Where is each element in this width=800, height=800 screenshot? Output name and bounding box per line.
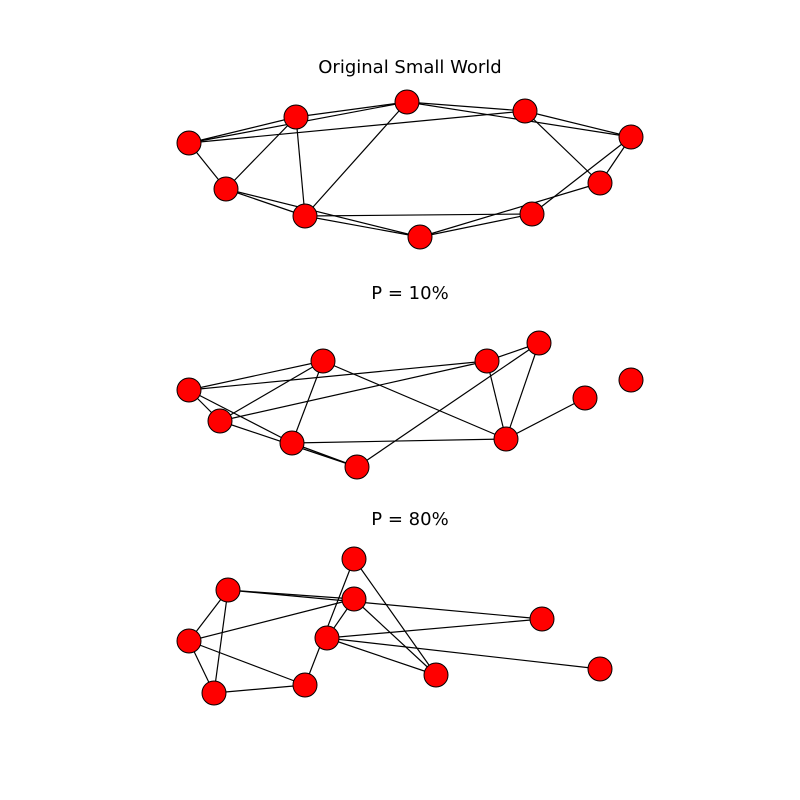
graph-node [176, 628, 202, 654]
graph-edge [304, 215, 421, 238]
node-group [176, 89, 644, 250]
graph-node [314, 625, 340, 651]
graph-edge [326, 637, 437, 676]
graph-node [526, 330, 552, 356]
graph-edge [188, 360, 488, 391]
graph-node [529, 606, 555, 632]
graph-node [176, 377, 202, 403]
graph-edge [304, 213, 533, 217]
graph-node [176, 130, 202, 156]
graph-node [341, 546, 367, 572]
graph-edge [326, 618, 543, 639]
graph-edge [188, 110, 526, 144]
graph-node [512, 98, 538, 124]
graph-edge [188, 640, 306, 686]
graph-node [283, 104, 309, 130]
graph-edge [225, 116, 297, 190]
graph-edge [353, 558, 437, 676]
graph-title: P = 10% [371, 283, 448, 304]
graph-node [201, 680, 227, 706]
graph-edge [225, 188, 421, 238]
graph-node [407, 224, 433, 250]
graph-node [493, 426, 519, 452]
graph-node [215, 577, 241, 603]
graph-node [207, 408, 233, 434]
graph-node [618, 367, 644, 393]
graph-node [341, 586, 367, 612]
graph-node [587, 170, 613, 196]
graph-title: P = 80% [371, 509, 448, 530]
graph-edge [356, 342, 540, 468]
graph-edge [486, 360, 507, 440]
graph-edge [295, 101, 408, 118]
graph-node [474, 348, 500, 374]
graph-p-80: P = 80% [176, 509, 613, 706]
graph-edge [524, 110, 632, 138]
graph-edge [322, 360, 507, 440]
graph-node [423, 662, 449, 688]
graph-edge [353, 598, 437, 676]
graph-edge [505, 342, 540, 440]
node-group [176, 330, 644, 480]
graph-edge [419, 213, 533, 238]
graph-edge [213, 589, 229, 694]
graph-edge [188, 598, 355, 642]
graph-node [292, 672, 318, 698]
graph-edge [419, 182, 601, 238]
node-group [176, 546, 613, 706]
graph-node [344, 454, 370, 480]
graph-node [310, 348, 336, 374]
graph-edge [219, 360, 324, 422]
graph-original-small-world: Original Small World [176, 57, 644, 250]
graph-edge [291, 360, 324, 444]
graph-edge [524, 110, 601, 184]
graph-edge [326, 637, 601, 670]
graph-node [572, 385, 598, 411]
graph-edge [213, 684, 306, 694]
edge-group [188, 101, 632, 238]
graph-edge [225, 188, 306, 217]
graph-edge [406, 101, 526, 112]
graph-p-10: P = 10% [176, 283, 644, 480]
graph-edge [188, 116, 297, 144]
graph-edge [219, 360, 488, 422]
graph-edge [188, 360, 324, 391]
graph-title: Original Small World [318, 57, 501, 78]
graph-node [292, 203, 318, 229]
graph-node [587, 656, 613, 682]
graph-edge [227, 589, 543, 620]
graph-node [519, 201, 545, 227]
graph-node [279, 430, 305, 456]
graph-edge [295, 116, 306, 217]
graph-edge [505, 397, 586, 440]
graph-node [618, 124, 644, 150]
graph-edge [304, 558, 355, 686]
graph-node [213, 176, 239, 202]
graph-edge [304, 101, 408, 217]
edge-group [188, 342, 586, 468]
graph-edge [291, 438, 507, 444]
graph-edge [531, 136, 632, 215]
graph-node [394, 89, 420, 115]
